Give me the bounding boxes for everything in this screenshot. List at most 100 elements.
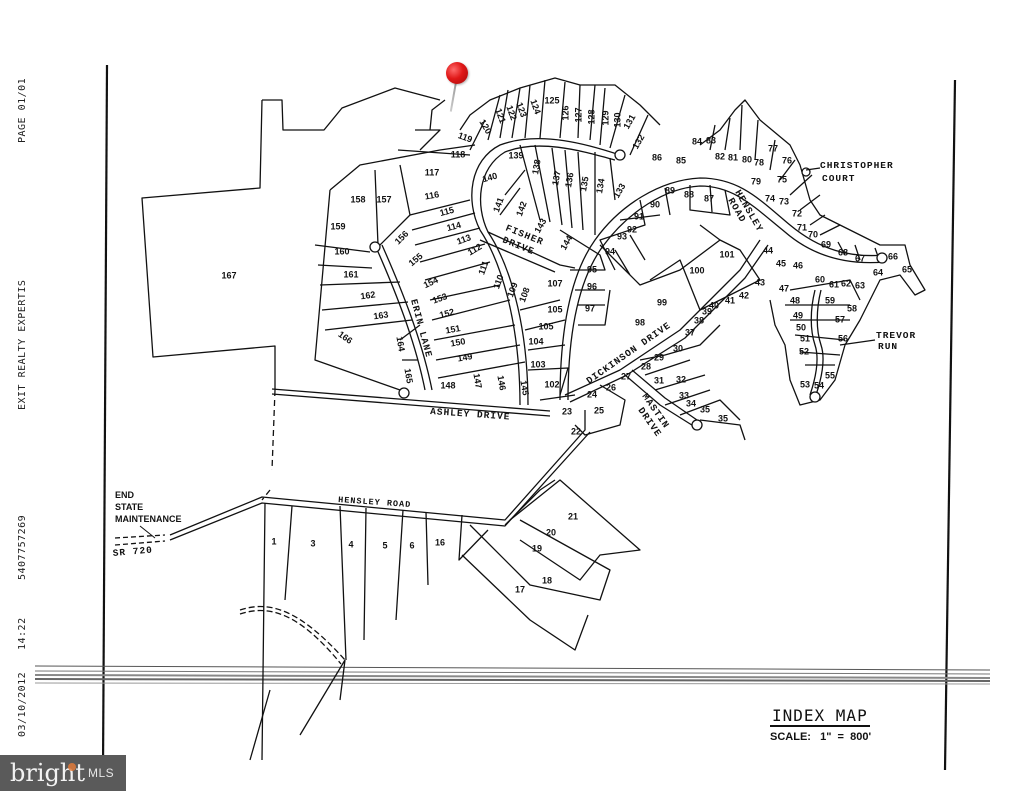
lot-129[interactable]: 129 [600, 110, 610, 125]
lot-156[interactable]: 156 [393, 229, 411, 247]
lot-21[interactable]: 21 [568, 511, 578, 521]
lot-89[interactable]: 89 [665, 185, 675, 195]
lot-39[interactable]: 39 [702, 306, 712, 316]
lot-54[interactable]: 54 [814, 380, 824, 390]
lot-128[interactable]: 128 [586, 109, 596, 124]
lot-149[interactable]: 149 [457, 351, 474, 363]
lot-164[interactable]: 164 [394, 336, 406, 353]
lot-105b[interactable]: 105 [547, 304, 562, 314]
lot-35b[interactable]: 35 [718, 413, 728, 423]
lot-47[interactable]: 47 [779, 283, 789, 293]
lot-132[interactable]: 132 [630, 133, 646, 151]
lot-137[interactable]: 137 [550, 170, 562, 187]
lot-88[interactable]: 88 [684, 189, 694, 199]
lot-141[interactable]: 141 [491, 196, 506, 214]
lot-38[interactable]: 38 [694, 315, 704, 325]
lot-90[interactable]: 90 [650, 199, 660, 209]
lot-25[interactable]: 25 [594, 405, 604, 415]
lot-26[interactable]: 26 [606, 382, 616, 392]
lot-105a[interactable]: 105 [538, 321, 553, 331]
lot-50[interactable]: 50 [796, 322, 806, 332]
lot-52[interactable]: 52 [799, 346, 809, 356]
lot-135[interactable]: 135 [578, 176, 590, 193]
lot-49[interactable]: 49 [793, 310, 803, 320]
lot-43[interactable]: 43 [755, 277, 765, 287]
lot-73[interactable]: 73 [779, 196, 789, 206]
lot-78[interactable]: 78 [754, 157, 764, 167]
lot-84[interactable]: 84 [692, 136, 702, 146]
lot-6[interactable]: 6 [409, 540, 414, 550]
lot-60[interactable]: 60 [815, 274, 825, 284]
lot-51[interactable]: 51 [800, 333, 810, 343]
lot-79[interactable]: 79 [751, 176, 761, 186]
lot-147[interactable]: 147 [471, 373, 483, 390]
lot-70[interactable]: 70 [808, 229, 818, 239]
lot-113[interactable]: 113 [455, 232, 472, 246]
lot-62[interactable]: 62 [841, 278, 851, 288]
lot-65[interactable]: 65 [902, 264, 912, 274]
lot-4[interactable]: 4 [348, 539, 353, 549]
lot-41[interactable]: 41 [725, 295, 735, 305]
lot-115[interactable]: 115 [439, 205, 456, 218]
lot-80[interactable]: 80 [742, 154, 752, 164]
lot-162[interactable]: 162 [360, 289, 376, 301]
lot-144[interactable]: 144 [558, 234, 574, 252]
lot-34[interactable]: 34 [686, 398, 696, 408]
lot-37[interactable]: 37 [685, 327, 695, 337]
lot-66[interactable]: 66 [888, 251, 898, 261]
lot-101[interactable]: 101 [719, 249, 734, 259]
location-pin-icon[interactable] [446, 62, 468, 84]
lot-108[interactable]: 108 [517, 286, 532, 304]
lot-145[interactable]: 145 [518, 380, 530, 397]
lot-163[interactable]: 163 [373, 309, 389, 321]
lot-102[interactable]: 102 [544, 379, 559, 389]
lot-63[interactable]: 63 [855, 280, 865, 290]
lot-56[interactable]: 56 [838, 333, 848, 343]
lot-160[interactable]: 160 [334, 246, 349, 256]
lot-107[interactable]: 107 [547, 278, 562, 288]
lot-155[interactable]: 155 [407, 251, 425, 268]
lot-97[interactable]: 97 [585, 303, 595, 313]
lot-61[interactable]: 61 [829, 279, 839, 289]
lot-68[interactable]: 68 [838, 247, 848, 257]
lot-94[interactable]: 94 [605, 246, 615, 256]
lot-40[interactable]: 40 [709, 300, 719, 310]
lot-92[interactable]: 92 [627, 224, 637, 234]
lot-87[interactable]: 87 [704, 193, 714, 203]
lot-131[interactable]: 131 [621, 113, 637, 131]
lot-126[interactable]: 126 [560, 105, 570, 120]
lot-18[interactable]: 18 [542, 575, 552, 585]
lot-91[interactable]: 91 [634, 211, 644, 221]
lot-20[interactable]: 20 [546, 527, 556, 537]
lot-29[interactable]: 29 [654, 352, 664, 362]
lot-96[interactable]: 96 [587, 281, 597, 291]
lot-158[interactable]: 158 [350, 194, 365, 204]
lot-116[interactable]: 116 [424, 189, 440, 201]
lot-42[interactable]: 42 [739, 290, 749, 300]
lot-122[interactable]: 122 [504, 104, 519, 122]
lot-93[interactable]: 93 [617, 231, 627, 241]
lot-74[interactable]: 74 [765, 193, 775, 203]
lot-119[interactable]: 119 [457, 130, 474, 144]
lot-153[interactable]: 153 [431, 291, 449, 306]
lot-121[interactable]: 121 [493, 107, 508, 125]
lot-140[interactable]: 140 [481, 171, 498, 185]
lot-134[interactable]: 134 [594, 178, 606, 195]
lot-35a[interactable]: 35 [700, 404, 710, 414]
lot-16[interactable]: 16 [435, 537, 445, 547]
lot-77[interactable]: 77 [768, 143, 778, 153]
lot-124[interactable]: 124 [528, 98, 543, 116]
lot-55[interactable]: 55 [825, 370, 835, 380]
lot-109[interactable]: 109 [505, 281, 520, 299]
lot-165[interactable]: 165 [402, 368, 414, 385]
lot-152[interactable]: 152 [438, 307, 455, 321]
lot-133[interactable]: 133 [611, 182, 627, 200]
lot-104[interactable]: 104 [528, 336, 543, 346]
lot-112[interactable]: 112 [466, 241, 484, 257]
lot-151[interactable]: 151 [445, 323, 462, 335]
lot-28[interactable]: 28 [641, 361, 651, 371]
lot-127[interactable]: 127 [573, 107, 583, 122]
lot-64[interactable]: 64 [873, 267, 883, 277]
lot-159[interactable]: 159 [330, 221, 345, 231]
lot-69[interactable]: 69 [821, 239, 831, 249]
